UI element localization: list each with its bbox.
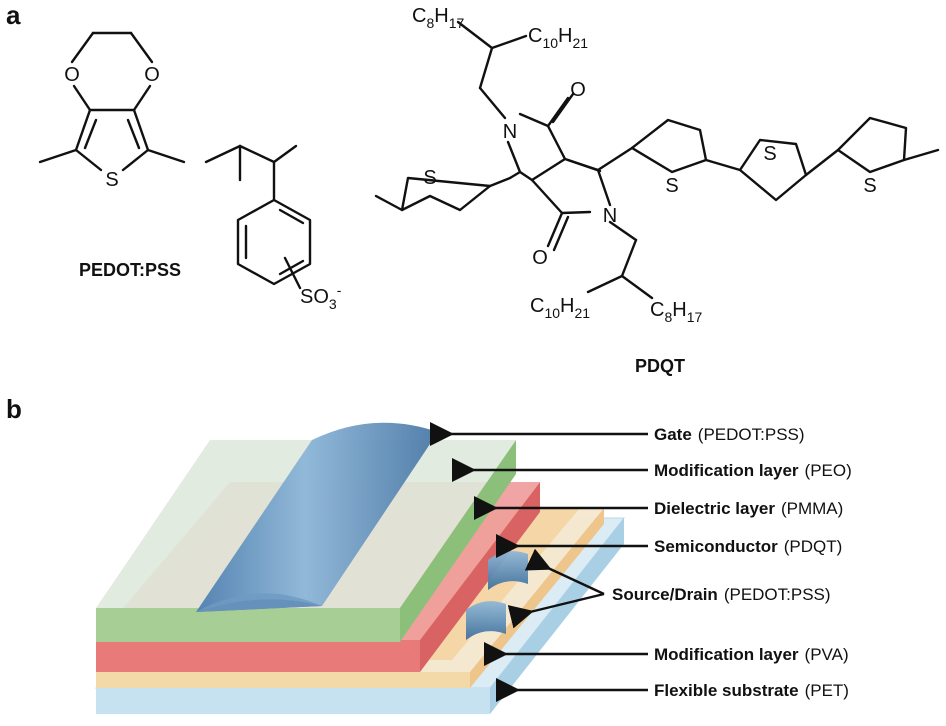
pedot-oxygen-right: O [144, 64, 160, 86]
pdqt-oxygen-top: O [570, 79, 586, 101]
panel-label-b: b [6, 394, 22, 424]
pdqt-sulfur-1: S [423, 167, 436, 189]
label-gate: Gate(PEDOT:PSS) [654, 425, 805, 444]
layer-peo-front [96, 608, 400, 642]
panel-label-a: a [6, 0, 21, 30]
pdqt-chain-c10-bottom: C10H21 [530, 295, 590, 321]
device-stack [94, 422, 626, 714]
label-peo: Modification layer(PEO) [654, 461, 852, 480]
layer-pet-side [490, 518, 624, 714]
label-pva: Modification layer(PVA) [654, 645, 849, 664]
label-pet: Flexible substrate(PET) [654, 681, 849, 700]
arrow-drain [507, 592, 605, 629]
pdqt-structure [374, 20, 940, 300]
pedot-pss-name: PEDOT:PSS [79, 260, 181, 280]
pedot-oxygen-left: O [64, 64, 80, 86]
layer-peo-side [400, 440, 516, 642]
pdqt-chain-c8-bottom: C8H17 [650, 299, 702, 325]
layer-pmma-front [96, 640, 420, 672]
pss-sulfonate: SO3- [300, 282, 342, 312]
layer-pva-front [96, 672, 470, 688]
layer-labels: Gate(PEDOT:PSS) Modification layer(PEO) … [612, 425, 852, 700]
pedot-sulfur: S [105, 169, 118, 191]
gate-electrode [196, 422, 438, 612]
label-source-drain: Source/Drain(PEDOT:PSS) [612, 585, 831, 604]
pdqt-oxygen-bottom: O [532, 247, 548, 269]
pdqt-chain-c8-top: C8H17 [412, 5, 464, 31]
source-drain-electrodes [466, 551, 528, 640]
pdqt-sulfur-3: S [763, 143, 776, 165]
label-pdqt: Semiconductor(PDQT) [654, 537, 842, 556]
pedot-structure [38, 31, 186, 172]
pdqt-chain-c10-top: C10H21 [528, 25, 588, 51]
layer-pet-front [96, 688, 490, 714]
pdqt-name: PDQT [635, 356, 685, 376]
pdqt-sulfur-4: S [863, 175, 876, 197]
layer-pmma-side [420, 482, 540, 672]
label-arrows [430, 422, 648, 702]
pdqt-sulfur-2: S [665, 175, 678, 197]
arrow-source [524, 548, 605, 596]
pdqt-nitrogen-top: N [503, 121, 517, 143]
pdqt-nitrogen-bottom: N [603, 205, 617, 227]
pss-structure [204, 144, 312, 290]
label-pmma: Dielectric layer(PMMA) [654, 499, 843, 518]
